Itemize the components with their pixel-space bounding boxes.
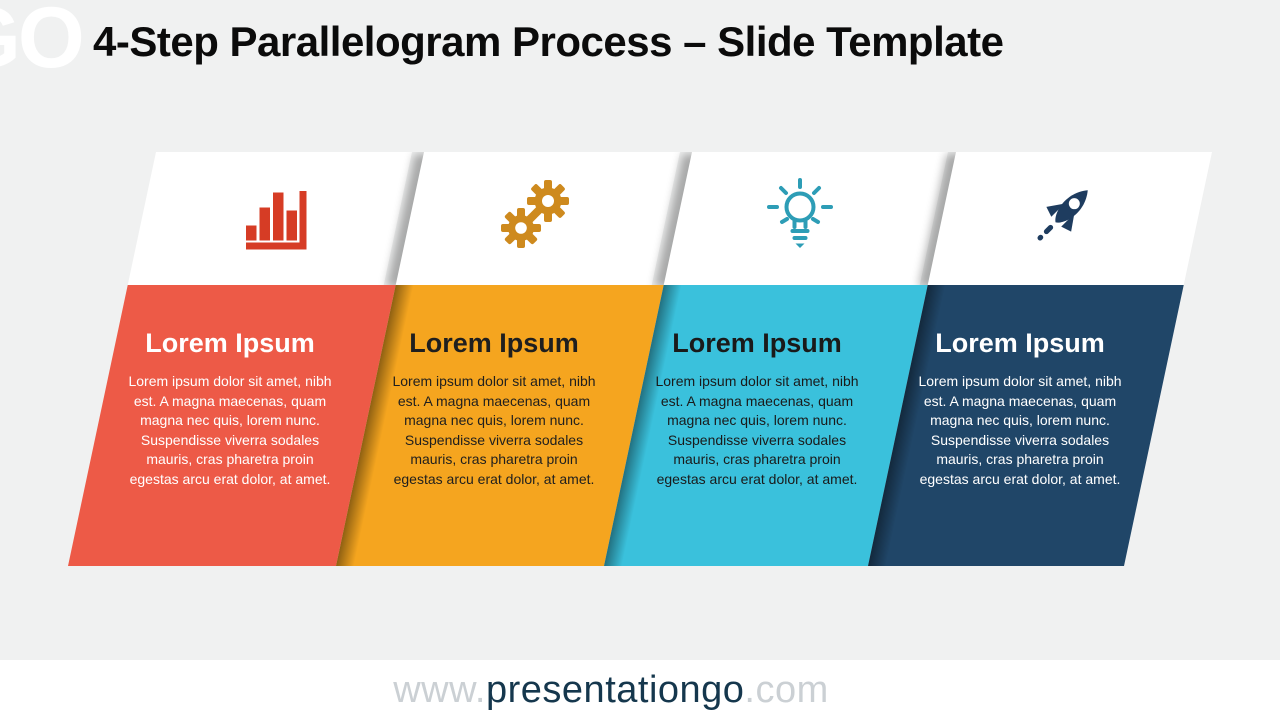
card-4-text: Lorem Ipsum Lorem ipsum dolor sit amet, … (900, 326, 1140, 489)
card-2-text: Lorem Ipsum Lorem ipsum dolor sit amet, … (374, 326, 614, 489)
card-2-description: Lorem ipsum dolor sit amet, nibh est. A … (392, 373, 596, 487)
card-3-heading: Lorem Ipsum (672, 328, 842, 358)
footer-url-prefix: www. (393, 669, 486, 711)
footer-url-brand: presentationgo (486, 669, 745, 711)
card-3-description: Lorem ipsum dolor sit amet, nibh est. A … (655, 373, 859, 487)
card-1-text: Lorem Ipsum Lorem ipsum dolor sit amet, … (110, 326, 350, 489)
card-4-heading: Lorem Ipsum (935, 328, 1105, 358)
card-4-description: Lorem ipsum dolor sit amet, nibh est. A … (918, 373, 1122, 487)
lightbulb-icon (760, 177, 840, 257)
brand-logo: GO (0, 0, 85, 86)
bar-chart-icon (237, 179, 317, 259)
card-1-description: Lorem ipsum dolor sit amet, nibh est. A … (128, 373, 332, 487)
footer-url: www.presentationgo.com (393, 669, 829, 711)
card-2-heading: Lorem Ipsum (409, 328, 579, 358)
page-title: 4-Step Parallelogram Process – Slide Tem… (93, 18, 1004, 65)
card-3-text: Lorem Ipsum Lorem ipsum dolor sit amet, … (637, 326, 877, 489)
card-1-heading: Lorem Ipsum (145, 328, 315, 358)
footer-bar: www.presentationgo.com (0, 660, 1280, 720)
rocket-icon (1023, 175, 1103, 255)
gears-icon (496, 178, 576, 258)
footer-url-suffix: .com (744, 669, 829, 711)
